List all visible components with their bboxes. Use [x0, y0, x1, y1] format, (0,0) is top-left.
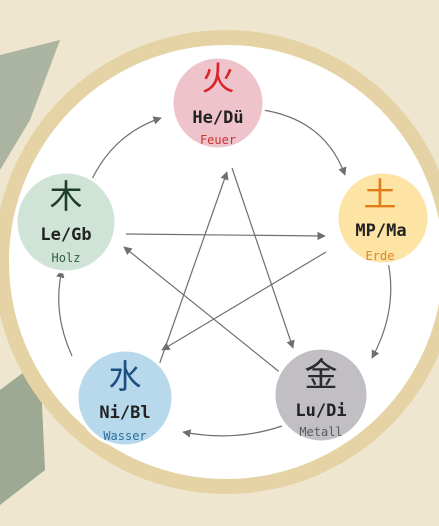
- element-glyph-fire: 火: [202, 59, 235, 98]
- element-glyph-metal: 金: [305, 355, 338, 394]
- element-name-fire: Feuer: [200, 133, 236, 147]
- element-name-metal: Metall: [299, 425, 342, 439]
- element-node-fire: 火 He/Dü Feuer: [172, 57, 264, 149]
- element-node-wood: 木 Le/Gb Holz: [16, 172, 116, 272]
- element-node-earth: 土 MP/Ma Erde: [337, 172, 429, 264]
- element-node-metal: 金 Lu/Di Metall: [274, 348, 368, 442]
- element-code-water: Ni/Bl: [99, 403, 150, 423]
- element-glyph-earth: 土: [364, 175, 397, 214]
- element-name-water: Wasser: [103, 429, 146, 443]
- element-glyph-water: 水: [109, 357, 142, 396]
- element-name-earth: Erde: [366, 249, 395, 263]
- element-name-wood: Holz: [52, 251, 81, 265]
- element-glyph-wood: 木: [50, 177, 83, 216]
- element-code-metal: Lu/Di: [295, 401, 346, 421]
- element-code-wood: Le/Gb: [40, 225, 91, 245]
- element-code-earth: MP/Ma: [355, 221, 406, 241]
- element-node-water: 水 Ni/Bl Wasser: [77, 350, 173, 446]
- element-code-fire: He/Dü: [192, 108, 243, 128]
